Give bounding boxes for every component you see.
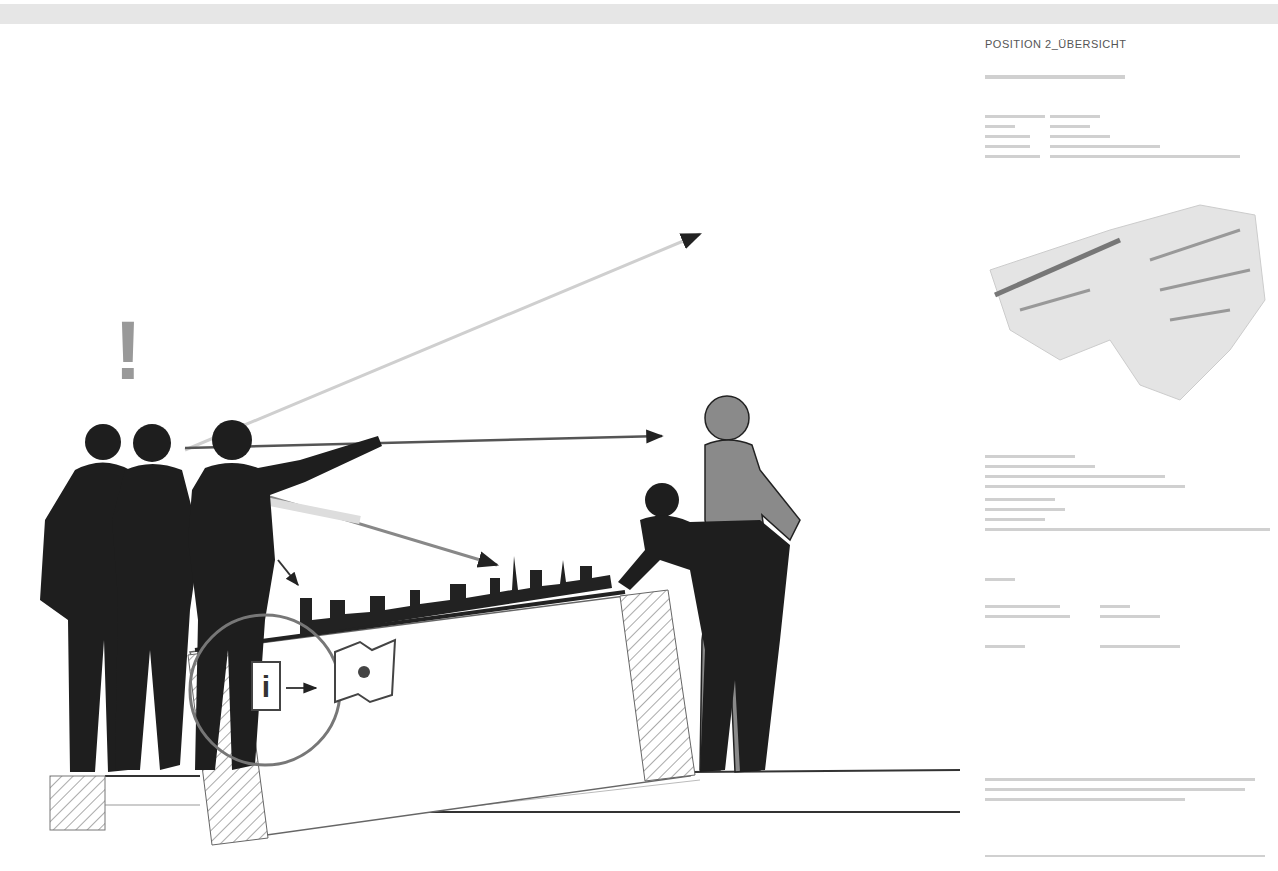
table-leg [620, 590, 695, 781]
visitor-silhouette [40, 420, 382, 772]
text-rows [985, 75, 1270, 857]
warning-mark: ! [114, 304, 142, 396]
site-map [990, 205, 1265, 400]
focus-circle [190, 615, 340, 765]
top-band [0, 4, 1278, 24]
map-icon [335, 640, 395, 702]
visitor-silhouette [618, 483, 790, 772]
map-icon [358, 666, 370, 678]
info-symbol: i [262, 670, 270, 703]
city-model [300, 556, 612, 636]
icon-arrow [286, 687, 316, 689]
base-block [50, 776, 105, 830]
info-icon [252, 662, 280, 710]
table-panel [190, 596, 690, 838]
sheet-title: POSITION 2_ÜBERSICHT [985, 38, 1126, 50]
